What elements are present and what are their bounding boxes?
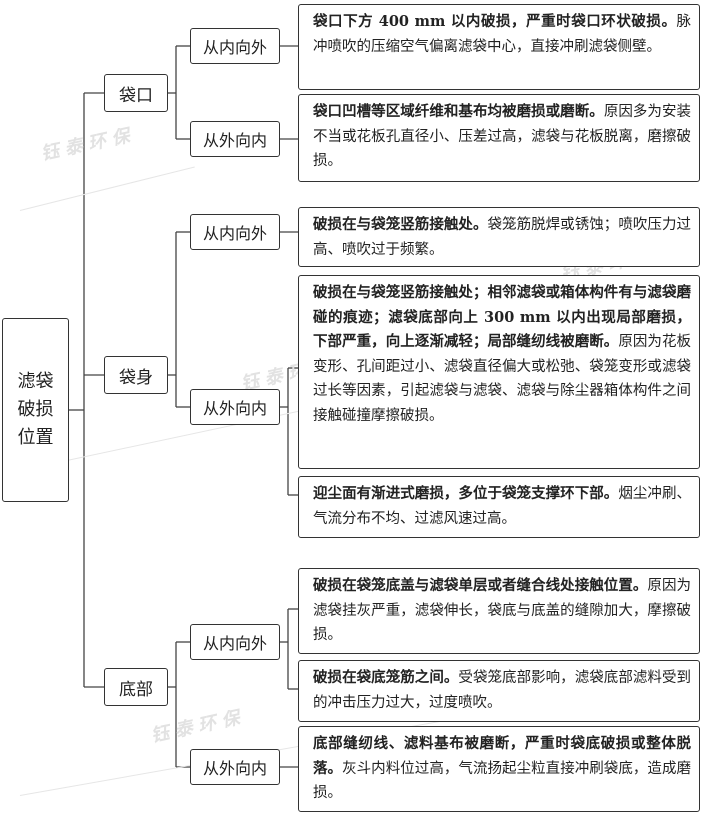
sub-node-outside-in: 从外向内 xyxy=(190,749,280,785)
leaf-cause: 受袋笼底部影响，滤袋底部滤料受到的冲击压力过大，过度喷吹。 xyxy=(313,670,692,711)
sub-node-inside-out: 从内向外 xyxy=(190,624,280,660)
sub-node-outside-in: 从外向内 xyxy=(190,121,280,157)
leaf-key-finding: 破损在与袋笼竖筋接触处；相邻滤袋或箱体构件有与滤袋磨碰的痕迹；滤袋底部向上 30… xyxy=(313,284,691,350)
leaf-note: 袋口下方 400 mm 以内破损，严重时袋口环状破损。脉冲喷吹的压缩空气偏离滤袋… xyxy=(298,4,700,90)
leaf-key-finding: 破损在袋底笼筋之间。 xyxy=(313,669,459,686)
root-label: 滤袋破损位置 xyxy=(17,371,54,448)
branch-label: 袋身 xyxy=(119,367,153,388)
leaf-key-finding: 袋口下方 400 mm 以内破损，严重时袋口环状破损。 xyxy=(313,13,677,30)
sub-label: 从外向内 xyxy=(202,131,267,150)
leaf-note: 破损在袋底笼筋之间。受袋笼底部影响，滤袋底部滤料受到的冲击压力过大，过度喷吹。 xyxy=(298,660,700,722)
leaf-note: 迎尘面有渐进式磨损，多位于袋笼支撑环下部。烟尘冲刷、气流分布不均、过滤风速过高。 xyxy=(298,476,700,538)
sub-node-inside-out: 从内向外 xyxy=(190,214,280,250)
leaf-key-finding: 破损在与袋笼竖筋接触处。 xyxy=(313,216,488,233)
leaf-key-finding: 破损在袋笼底盖与滤袋单层或者缝合线处接触位置。 xyxy=(313,577,648,594)
leaf-note: 破损在与袋笼竖筋接触处。袋笼筋脱焊或锈蚀；喷吹压力过高、喷吹过于频繁。 xyxy=(298,207,700,267)
sub-node-inside-out: 从内向外 xyxy=(190,28,280,64)
sub-label: 从内向外 xyxy=(202,224,267,243)
branch-label: 袋口 xyxy=(119,85,153,106)
leaf-cause: 袋笼筋脱焊或锈蚀；喷吹压力过高、喷吹过于频繁。 xyxy=(313,217,692,258)
leaf-cause: 烟尘冲刷、气流分布不均、过滤风速过高。 xyxy=(313,486,692,527)
branch-node-bagbody: 袋身 xyxy=(104,356,168,394)
leaf-note: 破损在与袋笼竖筋接触处；相邻滤袋或箱体构件有与滤袋磨碰的痕迹；滤袋底部向上 30… xyxy=(298,275,700,469)
branch-node-bottom: 底部 xyxy=(104,668,168,706)
leaf-cause: 灰斗内料位过高，气流扬起尘粒直接冲刷袋底，造成磨损。 xyxy=(313,760,692,802)
leaf-cause: 原因为花板变形、孔间距过小、滤袋直径偏大或松弛、袋笼变形或滤袋过长等因素，引起滤… xyxy=(313,334,692,424)
root-node: 滤袋破损位置 xyxy=(2,318,69,502)
leaf-key-finding: 底部缝纫线、滤料基布被磨断，严重时袋底破损或整体脱落。 xyxy=(313,735,691,777)
sub-label: 从外向内 xyxy=(202,399,267,418)
sub-label: 从内向外 xyxy=(202,634,267,653)
leaf-note: 底部缝纫线、滤料基布被磨断，严重时袋底破损或整体脱落。灰斗内料位过高，气流扬起尘… xyxy=(298,726,700,812)
branch-label: 底部 xyxy=(119,679,153,700)
leaf-note: 袋口凹槽等区域纤维和基布均被磨损或磨断。原因多为安装不当或花板孔直径小、压差过高… xyxy=(298,94,700,182)
leaf-key-finding: 迎尘面有渐进式磨损，多位于袋笼支撑环下部。 xyxy=(313,485,619,502)
leaf-cause: 原因多为安装不当或花板孔直径小、压差过高，滤袋与花板脱离，磨擦破损。 xyxy=(313,104,692,169)
sub-label: 从外向内 xyxy=(202,759,267,778)
leaf-cause: 原因为滤袋挂灰严重，滤袋伸长，袋底与底盖的缝隙加大，摩擦破损。 xyxy=(313,578,692,643)
leaf-key-finding: 袋口凹槽等区域纤维和基布均被磨损或磨断。 xyxy=(313,103,604,120)
sub-node-outside-in: 从外向内 xyxy=(190,389,280,425)
sub-label: 从内向外 xyxy=(202,38,267,57)
leaf-cause: 脉冲喷吹的压缩空气偏离滤袋中心，直接冲刷滤袋侧壁。 xyxy=(313,14,691,55)
leaf-note: 破损在袋笼底盖与滤袋单层或者缝合线处接触位置。原因为滤袋挂灰严重，滤袋伸长，袋底… xyxy=(298,568,700,654)
branch-node-bagmouth: 袋口 xyxy=(104,74,168,112)
